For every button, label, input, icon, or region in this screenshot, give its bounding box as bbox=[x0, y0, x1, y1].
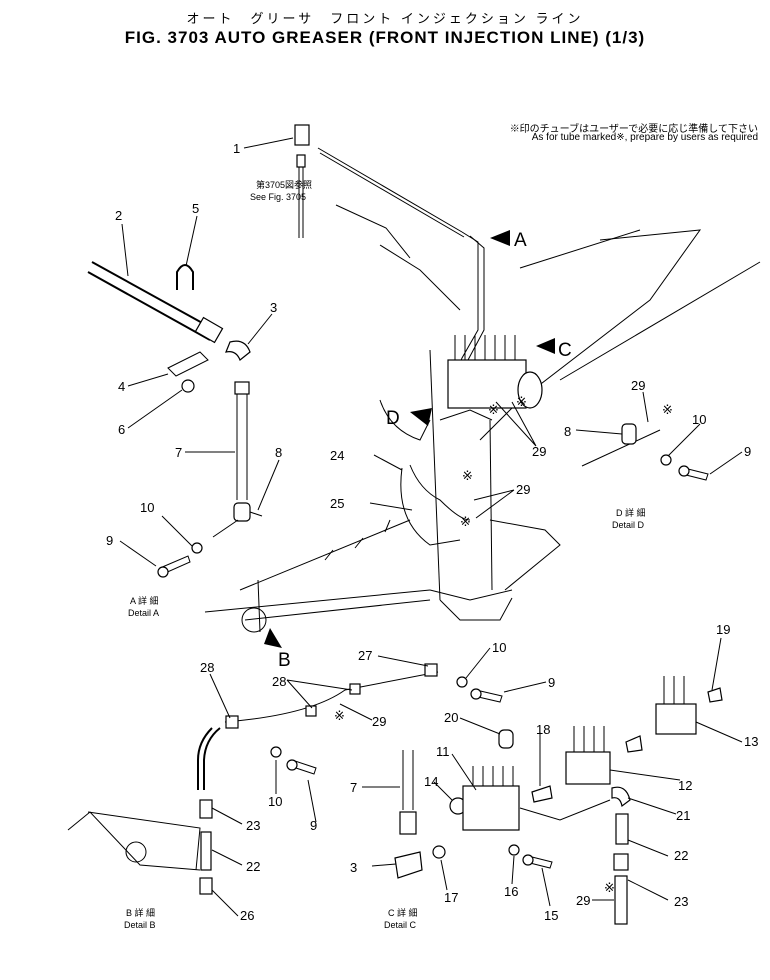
callout-27: 27 bbox=[358, 648, 372, 663]
callout-1: 1 bbox=[233, 141, 240, 156]
leader-lines bbox=[119, 137, 743, 917]
detail-c-drawing bbox=[394, 676, 723, 925]
tube-note: As for tube marked※, prepare by users as… bbox=[531, 132, 758, 143]
asterisk-mark: ※ bbox=[604, 880, 615, 895]
callout-7-c: 7 bbox=[350, 780, 357, 795]
detail-d-japanese: D 詳 細 bbox=[616, 507, 646, 518]
callout-10-d: 10 bbox=[692, 412, 706, 427]
detail-a-drawing bbox=[87, 261, 263, 578]
callout-3: 3 bbox=[270, 300, 277, 315]
see-fig-japanese: 第3705図参照 bbox=[256, 179, 312, 190]
callout-labels: 1 2 3 4 5 6 7 8 9 10 9 10 8 29 24 25 29 … bbox=[106, 141, 758, 923]
view-letter-c: C bbox=[558, 340, 572, 361]
asterisk-mark: ※ bbox=[516, 394, 527, 409]
detail-c-label: Detail C bbox=[384, 920, 417, 930]
callout-23-c: 23 bbox=[674, 894, 688, 909]
detail-b-japanese: B 詳 細 bbox=[126, 907, 155, 918]
callout-13: 13 bbox=[744, 734, 758, 749]
callout-10: 10 bbox=[140, 500, 154, 515]
detail-c-japanese: C 詳 細 bbox=[388, 907, 418, 918]
callout-7: 7 bbox=[175, 445, 182, 460]
view-letters: A C D B bbox=[278, 230, 572, 671]
callout-29-d: 29 bbox=[631, 378, 645, 393]
callout-28-a: 28 bbox=[200, 660, 214, 675]
view-letter-d: D bbox=[386, 408, 400, 429]
callout-9-b: 9 bbox=[310, 818, 317, 833]
asterisk-mark: ※ bbox=[334, 708, 345, 723]
callout-10-b: 10 bbox=[268, 794, 282, 809]
callout-20: 20 bbox=[444, 710, 458, 725]
upper-line-drawing bbox=[294, 124, 485, 385]
tube-note-japanese: ※印のチューブはユーザーで必要に応じ準備して下さい bbox=[509, 124, 758, 135]
detail-captions: A 詳 細 Detail A D 詳 細 Detail D B 詳 細 Deta… bbox=[124, 507, 646, 930]
callout-8: 8 bbox=[275, 445, 282, 460]
callout-3-c: 3 bbox=[350, 860, 357, 875]
callout-29-body: 29 bbox=[516, 482, 530, 497]
callout-11: 11 bbox=[436, 744, 450, 759]
callout-6: 6 bbox=[118, 422, 125, 437]
callout-9: 9 bbox=[106, 533, 113, 548]
detail-b-label: Detail B bbox=[124, 920, 156, 930]
callout-9-b2: 9 bbox=[548, 675, 555, 690]
callout-9-d: 9 bbox=[744, 444, 751, 459]
figure-title: FIG. 3703 AUTO GREASER (FRONT INJECTION … bbox=[124, 28, 646, 47]
callout-25: 25 bbox=[330, 496, 344, 511]
view-letter-a: A bbox=[514, 230, 527, 251]
callout-29-b: 29 bbox=[372, 714, 386, 729]
see-fig-label: See Fig. 3705 bbox=[250, 192, 306, 202]
figure-title-japanese: オート グリーサ フロント インジェクション ライン bbox=[186, 11, 584, 26]
asterisk-mark: ※ bbox=[488, 402, 499, 417]
detail-b-drawing bbox=[67, 663, 503, 895]
callout-26: 26 bbox=[240, 908, 254, 923]
callout-21: 21 bbox=[676, 808, 690, 823]
asterisk-mark: ※ bbox=[460, 514, 471, 529]
callout-17: 17 bbox=[444, 890, 458, 905]
detail-d-label: Detail D bbox=[612, 520, 645, 530]
callout-23-b: 23 bbox=[246, 818, 260, 833]
callout-15: 15 bbox=[544, 908, 558, 923]
detail-a-japanese: A 詳 細 bbox=[130, 595, 159, 606]
machine-body-drawing bbox=[204, 204, 761, 633]
callout-29-bottom: 29 bbox=[576, 893, 590, 908]
callout-4: 4 bbox=[118, 379, 125, 394]
callout-12: 12 bbox=[678, 778, 692, 793]
asterisk-mark: ※ bbox=[462, 468, 473, 483]
callout-10-b2: 10 bbox=[492, 640, 506, 655]
view-letter-b: B bbox=[278, 650, 291, 671]
callout-28-b: 28 bbox=[272, 674, 286, 689]
callout-19: 19 bbox=[716, 622, 730, 637]
callout-5: 5 bbox=[192, 201, 199, 216]
callout-14: 14 bbox=[424, 774, 438, 789]
callout-2: 2 bbox=[115, 208, 122, 223]
callout-22-b: 22 bbox=[246, 859, 260, 874]
view-arrows bbox=[264, 230, 555, 648]
callout-24: 24 bbox=[330, 448, 344, 463]
callout-16: 16 bbox=[504, 884, 518, 899]
callout-22-c: 22 bbox=[674, 848, 688, 863]
callout-8-d: 8 bbox=[564, 424, 571, 439]
detail-a-label: Detail A bbox=[128, 608, 159, 618]
callout-18: 18 bbox=[536, 722, 550, 737]
asterisk-marks: ※ ※ ※ ※ ※ ※ ※ bbox=[334, 394, 673, 895]
callout-29-c: 29 bbox=[532, 444, 546, 459]
asterisk-mark: ※ bbox=[662, 402, 673, 417]
